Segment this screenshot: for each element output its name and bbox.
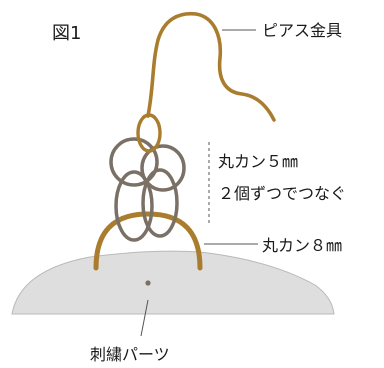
small-jump-ring [109, 137, 159, 187]
hook-loop [136, 113, 162, 153]
small-jump-ring [141, 168, 179, 238]
small-ring-label-line1: 丸カン５㎜ [218, 152, 298, 171]
small-jump-rings [109, 137, 186, 242]
hook-label: ピアス金具 [262, 21, 342, 40]
small-ring-label-line2: ２個ずつでつなぐ [218, 184, 346, 203]
large-jump-ring [93, 211, 203, 271]
large-ring-label: 丸カン８㎜ [262, 236, 342, 255]
embroidery-label: 刺繍パーツ [90, 345, 170, 364]
earring-hook [146, 11, 276, 122]
small-jump-ring [114, 170, 154, 242]
embroidery-part [11, 250, 335, 315]
leader-line-embroidery [140, 299, 149, 337]
figure-label: 図1 [52, 23, 81, 44]
embroidery-part-dot [145, 280, 151, 286]
small-jump-ring [140, 144, 186, 192]
